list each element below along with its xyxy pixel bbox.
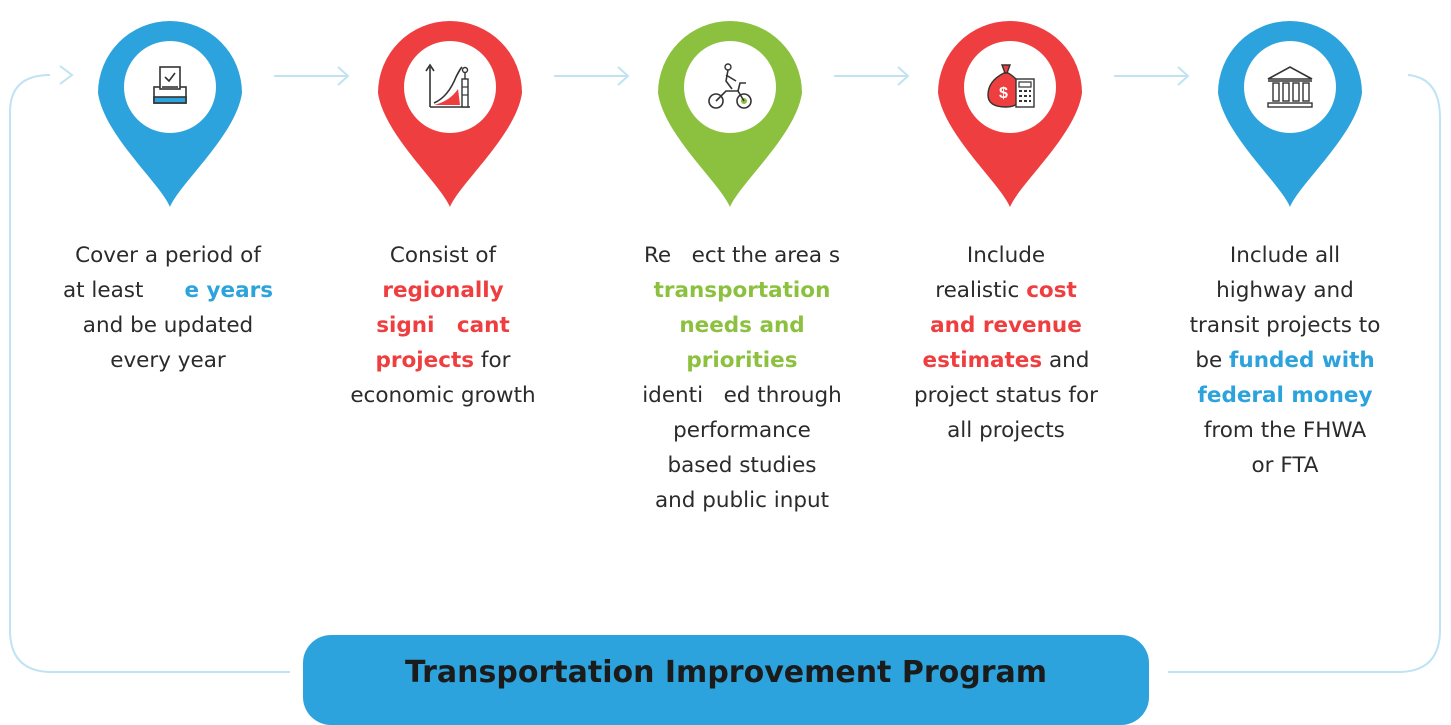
description-line: and public input [622, 483, 862, 518]
flow-arrow-icon [550, 62, 632, 92]
step-description-3: Re ect the area s transportation needs and… [622, 238, 862, 518]
description-line: be funded with [1165, 343, 1405, 378]
highlight-text: projects [375, 348, 475, 373]
flow-arrow-icon [830, 62, 912, 92]
description-line: highway and [1165, 273, 1405, 308]
highlight-text: regionally [382, 278, 504, 303]
highlight-text: signi cant [376, 313, 510, 338]
ballot-box-icon [140, 57, 200, 117]
body-text: based studies [667, 453, 817, 478]
description-line: regionally [323, 273, 563, 308]
description-line: estimates and [886, 343, 1126, 378]
body-text: every year [110, 348, 226, 373]
body-text: from the FHWA [1203, 418, 1367, 443]
highlight-text: and revenue [930, 313, 1082, 338]
body-text: transit projects to [1189, 313, 1381, 338]
body-text: Re ect the area s [643, 243, 841, 268]
body-text: highway and [1216, 278, 1354, 303]
body-text: and public input [654, 488, 830, 513]
body-text: all projects [947, 418, 1065, 443]
body-text: Include all [1229, 243, 1341, 268]
description-line: project status for [886, 378, 1126, 413]
highlight-text: needs and [679, 313, 805, 338]
description-line: economic growth [323, 378, 563, 413]
description-line: Cover a period of [48, 238, 288, 273]
step-description-2: Consist of regionally signi cant projects f… [323, 238, 563, 413]
body-text: economic growth [350, 383, 536, 408]
program-title: Transportation Improvement Program [404, 655, 1048, 690]
highlight-text: estimates [922, 348, 1043, 373]
body-text: Consist of [389, 243, 497, 268]
description-line: signi cant [323, 308, 563, 343]
description-line: transit projects to [1165, 308, 1405, 343]
body-text: Include [966, 243, 1046, 268]
flow-arrow-icon [270, 62, 352, 92]
description-line: identi ed through [622, 378, 862, 413]
description-line: transportation [622, 273, 862, 308]
map-pin-1 [90, 5, 250, 210]
highlight-text: priorities [686, 348, 798, 373]
government-building-icon [1260, 57, 1320, 117]
highlight-text: funded with [1229, 348, 1375, 373]
program-banner: Transportation Improvement Program [303, 635, 1149, 725]
description-line: Re ect the area s [622, 238, 862, 273]
map-pin-5 [1210, 5, 1370, 210]
description-line: or FTA [1165, 448, 1405, 483]
description-line: and be updated [48, 308, 288, 343]
step-description-1: Cover a period of at least e years and be … [48, 238, 288, 378]
description-line: Include [886, 238, 1126, 273]
body-text: and be updated [82, 313, 254, 338]
description-line: all projects [886, 413, 1126, 448]
step-description-4: Include realistic cost and revenue estimate… [886, 238, 1126, 448]
description-line: Consist of [323, 238, 563, 273]
body-text: at least [62, 278, 185, 303]
body-text: performance [673, 418, 811, 443]
description-line: at least e years [48, 273, 288, 308]
highlight-text: cost [1026, 278, 1077, 303]
body-text: project status for [914, 383, 1098, 408]
flow-arrow-icon [1110, 62, 1192, 92]
description-line: Include all [1165, 238, 1405, 273]
map-pin-2 [370, 5, 530, 210]
description-line: performance [622, 413, 862, 448]
body-text: Cover a period of [75, 243, 261, 268]
map-pin-3 [650, 5, 810, 210]
money-bag-calculator-icon: $ [980, 57, 1040, 117]
description-line: and revenue [886, 308, 1126, 343]
step-description-5: Include all highway and transit projects t… [1165, 238, 1405, 483]
description-line: realistic cost [886, 273, 1126, 308]
description-line: priorities [622, 343, 862, 378]
description-line: projects for [323, 343, 563, 378]
description-line: based studies [622, 448, 862, 483]
growth-chart-icon [420, 57, 480, 117]
description-line: from the FHWA [1165, 413, 1405, 448]
svg-text:$: $ [999, 85, 1008, 102]
body-text: for [474, 348, 511, 373]
map-pin-4: $ [930, 5, 1090, 210]
description-line: needs and [622, 308, 862, 343]
highlight-text: federal money [1197, 383, 1373, 408]
description-line: federal money [1165, 378, 1405, 413]
scooter-rider-icon [700, 57, 760, 117]
highlight-text: e years [184, 278, 274, 303]
body-text: and [1042, 348, 1090, 373]
body-text: identi ed through [642, 383, 842, 408]
highlight-text: transportation [653, 278, 831, 303]
description-line: every year [48, 343, 288, 378]
body-text: or FTA [1251, 453, 1319, 478]
body-text: realistic [935, 278, 1027, 303]
body-text: be [1195, 348, 1230, 373]
